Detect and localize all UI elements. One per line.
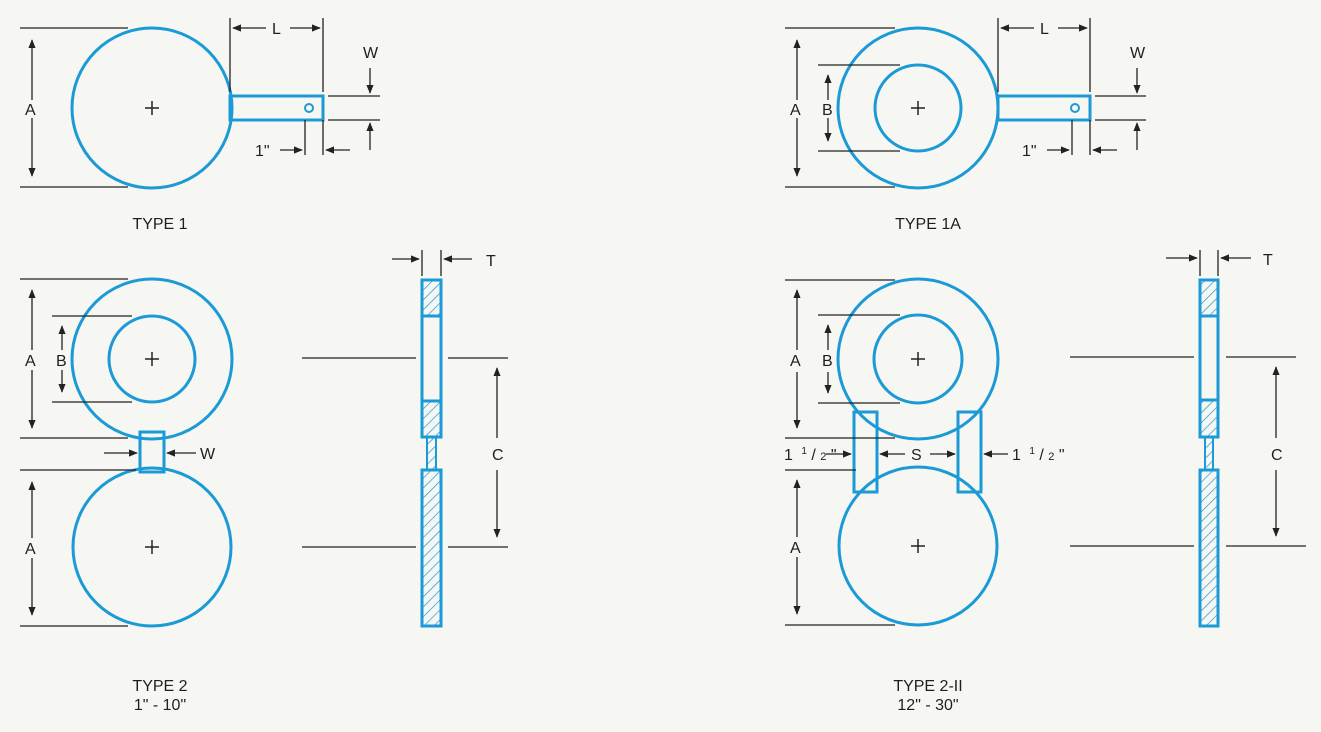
type2-blind-disc bbox=[71, 466, 233, 628]
type1a-dim-1in: 1" bbox=[1022, 143, 1037, 160]
type2ii-caption: TYPE 2-II bbox=[893, 678, 962, 695]
type1a-dim-lines bbox=[785, 18, 1146, 188]
type2ii-side-web bbox=[1204, 436, 1214, 471]
numerator: 1 bbox=[1029, 446, 1035, 457]
type2-side-blind bbox=[420, 468, 443, 628]
type1a-drawing: A B L W 1" TYPE 1A bbox=[785, 18, 1146, 233]
inch-mark: " bbox=[1059, 447, 1065, 464]
type1a-dim-a: A bbox=[790, 102, 801, 119]
type1-handle bbox=[228, 94, 325, 122]
type1a-dim-l: L bbox=[1040, 21, 1049, 38]
type2ii-dim-lines bbox=[785, 279, 1008, 626]
type2ii-front-drawing: A B A S 1 1 / 2 " 1 1 / 2 " TYPE 2-II 12… bbox=[784, 277, 1065, 714]
type2ii-tie-bar-right bbox=[956, 410, 983, 494]
type2ii-center-marks bbox=[911, 352, 925, 553]
whole: 1 bbox=[784, 447, 793, 464]
type2ii-spacer-bore bbox=[872, 313, 964, 405]
type1-center-mark bbox=[145, 101, 159, 115]
type2-front-drawing: A B W A TYPE 2 1" - 10" bbox=[20, 277, 234, 714]
type2ii-side-bore bbox=[1198, 314, 1220, 402]
denominator: 2 bbox=[820, 451, 826, 463]
type2ii-side-drawing: T C bbox=[1070, 250, 1306, 628]
type1-handle-hole bbox=[304, 103, 314, 113]
type2-dim-lines bbox=[20, 278, 196, 627]
type1-dim-l-lines bbox=[229, 18, 324, 92]
type2-side-drawing: T C bbox=[302, 250, 508, 628]
type1-dim-w: W bbox=[363, 45, 379, 62]
type2-side-dim-lines bbox=[302, 250, 508, 548]
type1-drawing: A L W 1" TYPE 1 bbox=[20, 18, 380, 233]
type2ii-blind-disc bbox=[837, 465, 999, 627]
type2-spacer-bore bbox=[107, 314, 197, 404]
type2ii-side-dim-lines bbox=[1070, 250, 1306, 547]
type1a-dim-w: W bbox=[1130, 45, 1146, 62]
type2-web bbox=[138, 430, 166, 474]
type2ii-dim-a-upper: A bbox=[790, 353, 801, 370]
type2-dim-a-lower: A bbox=[25, 541, 36, 558]
type2-side-dim-c: C bbox=[492, 447, 504, 464]
type2-side-bore bbox=[420, 314, 443, 403]
type2ii-dim-s: S bbox=[911, 447, 922, 464]
type1a-handle-hole bbox=[1070, 103, 1080, 113]
whole: 1 bbox=[1012, 447, 1021, 464]
type1a-dim-b: B bbox=[822, 102, 833, 119]
inch-mark: " bbox=[831, 447, 837, 464]
type2ii-spacer-ring bbox=[836, 277, 1000, 441]
type1-caption: TYPE 1 bbox=[132, 216, 187, 233]
type1-dim-1in-lines bbox=[280, 120, 350, 155]
type2-dim-a-upper: A bbox=[25, 353, 36, 370]
type2-center-marks bbox=[145, 352, 159, 554]
denominator: 2 bbox=[1048, 451, 1054, 463]
type1-dim-w-lines bbox=[328, 68, 380, 150]
type1a-center-mark bbox=[911, 101, 925, 115]
slash: / bbox=[1039, 447, 1044, 464]
type2-side-web bbox=[426, 436, 437, 471]
type2ii-side-blind bbox=[1198, 468, 1220, 628]
type1a-bore bbox=[873, 63, 963, 153]
numerator: 1 bbox=[801, 446, 807, 457]
type2-side-ring-top bbox=[420, 278, 443, 318]
type2ii-size-range: 12" - 30" bbox=[897, 697, 958, 714]
type2-dim-w: W bbox=[200, 446, 216, 463]
type2ii-dim-b: B bbox=[822, 353, 833, 370]
type2ii-side-ring-top bbox=[1198, 278, 1220, 318]
type2ii-side-dim-t: T bbox=[1263, 252, 1273, 269]
type2-side-ring-bottom bbox=[420, 399, 443, 439]
type1a-handle bbox=[996, 94, 1092, 122]
type1-blind-disc bbox=[70, 26, 234, 190]
type1-dim-a: A bbox=[25, 102, 36, 119]
type2ii-side-ring-bottom bbox=[1198, 398, 1220, 439]
type2-caption: TYPE 2 bbox=[132, 678, 187, 695]
type2ii-dim-a-lower: A bbox=[790, 540, 801, 557]
type2-side-dim-t: T bbox=[486, 253, 496, 270]
type2-spacer-ring bbox=[70, 277, 234, 441]
type2ii-side-dim-c: C bbox=[1271, 447, 1283, 464]
slash: / bbox=[811, 447, 816, 464]
type1-dim-1in: 1" bbox=[255, 143, 270, 160]
type1-dim-l: L bbox=[272, 21, 281, 38]
type1a-caption: TYPE 1A bbox=[895, 216, 961, 233]
type1-dim-a-lines bbox=[20, 27, 128, 188]
type2ii-tie-bar-left bbox=[852, 410, 879, 494]
type2-dim-b: B bbox=[56, 353, 67, 370]
type2ii-dim-one-half-right: 1 1 / 2 " bbox=[1012, 441, 1065, 464]
type2-size-range: 1" - 10" bbox=[134, 697, 186, 714]
type2ii-dim-one-half-left: 1 1 / 2 " bbox=[784, 441, 837, 464]
